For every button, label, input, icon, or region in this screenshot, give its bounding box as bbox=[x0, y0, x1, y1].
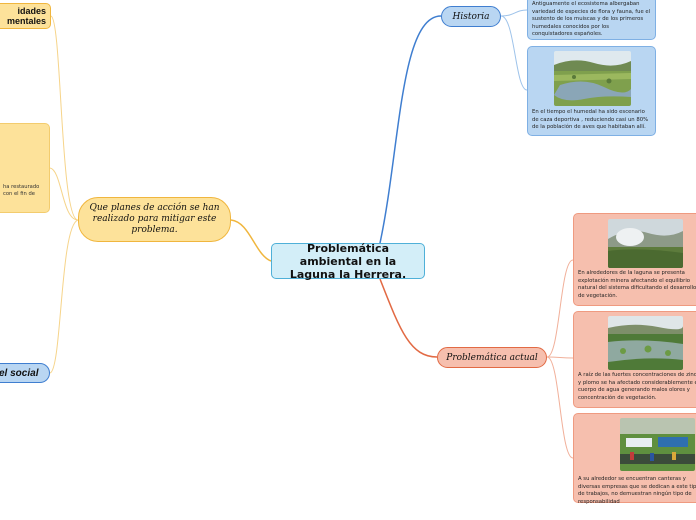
polluted-water-photo bbox=[608, 316, 683, 370]
card-historia-caza[interactable]: En el tiempo el humedal ha sido escenari… bbox=[527, 46, 656, 136]
card-problematica-mineria-text: En alrededores de la laguna se presenta … bbox=[578, 270, 696, 299]
branch-problematica-actual[interactable]: Problemática actual bbox=[437, 347, 547, 368]
branch-planes-accion[interactable]: Que planes de acción se han realizado pa… bbox=[78, 197, 231, 242]
branch-planes-label: Que planes de acción se han realizado pa… bbox=[89, 203, 220, 235]
card-problematica-zinc-plomo[interactable]: A raíz de las fuertes concentraciones de… bbox=[573, 311, 696, 408]
branch-problematica-label: Problemática actual bbox=[446, 352, 538, 363]
card-problematica-mineria[interactable]: En alrededores de la laguna se presenta … bbox=[573, 213, 696, 306]
card-restauracion-text: ha restaurado con el fin de bbox=[3, 184, 40, 197]
branch-historia[interactable]: Historia bbox=[441, 6, 501, 27]
wetland-photo bbox=[554, 51, 631, 106]
card-historia-antiguamente[interactable]: Antiguamente el ecosistema albergaban va… bbox=[527, 0, 656, 40]
branch-actividades[interactable]: idades mentales bbox=[0, 3, 51, 29]
card-historia-caza-text: En el tiempo el humedal ha sido escenari… bbox=[532, 109, 649, 131]
branch-actividades-label: idades mentales bbox=[6, 6, 46, 26]
branch-social-label: el social bbox=[0, 367, 39, 379]
central-topic[interactable]: Problemática ambiental en la Laguna la H… bbox=[271, 241, 425, 281]
mining-photo bbox=[608, 219, 683, 268]
card-historia-antiguamente-text: Antiguamente el ecosistema albergaban va… bbox=[532, 1, 651, 38]
card-problematica-zinc-plomo-text: A raíz de las fuertes concentraciones de… bbox=[578, 372, 696, 401]
central-topic-label: Problemática ambiental en la Laguna la H… bbox=[289, 241, 407, 281]
card-problematica-canteras-text: A su alrededor se encuentran canteras y … bbox=[578, 476, 696, 505]
card-restauracion[interactable]: ha restaurado con el fin de bbox=[0, 123, 50, 213]
branch-historia-label: Historia bbox=[452, 11, 490, 22]
branch-social[interactable]: el social bbox=[0, 363, 50, 383]
crowd-field-photo bbox=[620, 418, 695, 471]
card-problematica-canteras[interactable]: A su alrededor se encuentran canteras y … bbox=[573, 413, 696, 505]
